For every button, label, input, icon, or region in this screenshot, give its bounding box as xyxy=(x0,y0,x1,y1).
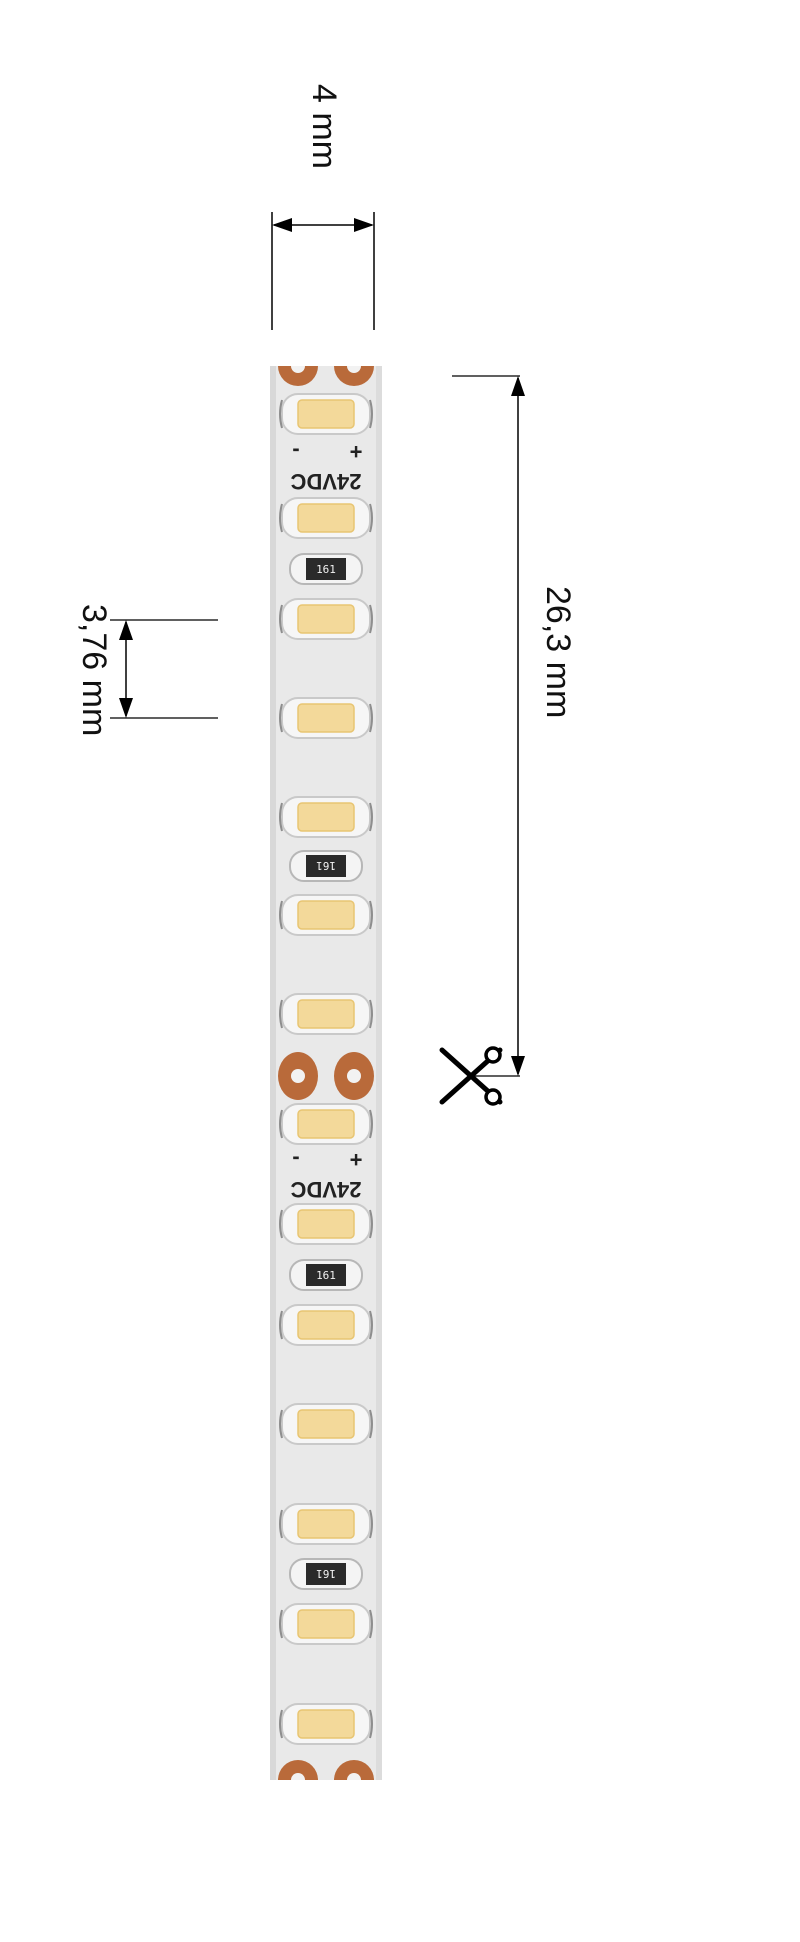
led-chip xyxy=(279,598,373,640)
led-chip xyxy=(279,796,373,838)
resistor: 161 xyxy=(289,1259,363,1291)
led-chip xyxy=(279,1703,373,1745)
width-dimension-label: 4 mm xyxy=(305,84,343,169)
polarity-minus: - xyxy=(292,1147,299,1172)
led-chip xyxy=(279,894,373,936)
resistor: 161 xyxy=(289,553,363,585)
resistor-label: 161 xyxy=(316,859,336,872)
voltage-label: 24VDC xyxy=(290,469,361,494)
led-chip xyxy=(279,1503,373,1545)
resistor-label: 161 xyxy=(316,1269,336,1282)
resistor-label: 161 xyxy=(316,563,336,576)
polarity-plus: + xyxy=(350,439,363,464)
cut-length-dimension-label: 26,3 mm xyxy=(539,586,577,718)
polarity-plus: + xyxy=(350,1147,363,1172)
solder-pads xyxy=(278,1052,374,1100)
resistor-label: 161 xyxy=(316,1567,336,1580)
cut-length-dimension: 26,3 mm xyxy=(452,375,577,1077)
led-chip xyxy=(279,697,373,739)
voltage-label: 24VDC xyxy=(290,1177,361,1202)
led-strip: - +24VDC 161 161 - +24VDC 161 161 xyxy=(270,366,382,1780)
led-chip xyxy=(279,1203,373,1245)
polarity-marking: - +24VDC xyxy=(290,439,362,494)
led-chip xyxy=(279,393,373,435)
pitch-dimension: 3,76 mm xyxy=(75,604,218,736)
resistor: 161 xyxy=(289,1558,363,1590)
pitch-dimension-label: 3,76 mm xyxy=(75,604,113,736)
led-chip xyxy=(279,993,373,1035)
polarity-minus: - xyxy=(292,439,299,464)
led-chip xyxy=(279,1103,373,1145)
resistor: 161 xyxy=(289,850,363,882)
scissors-icon xyxy=(439,1046,503,1106)
led-chip xyxy=(279,1603,373,1645)
solder-pads xyxy=(278,366,374,386)
led-chip xyxy=(279,497,373,539)
polarity-marking: - +24VDC xyxy=(290,1147,362,1202)
width-dimension: 4 mm xyxy=(271,84,375,330)
solder-pads xyxy=(278,1760,374,1780)
led-chip xyxy=(279,1304,373,1346)
led-chip xyxy=(279,1403,373,1445)
